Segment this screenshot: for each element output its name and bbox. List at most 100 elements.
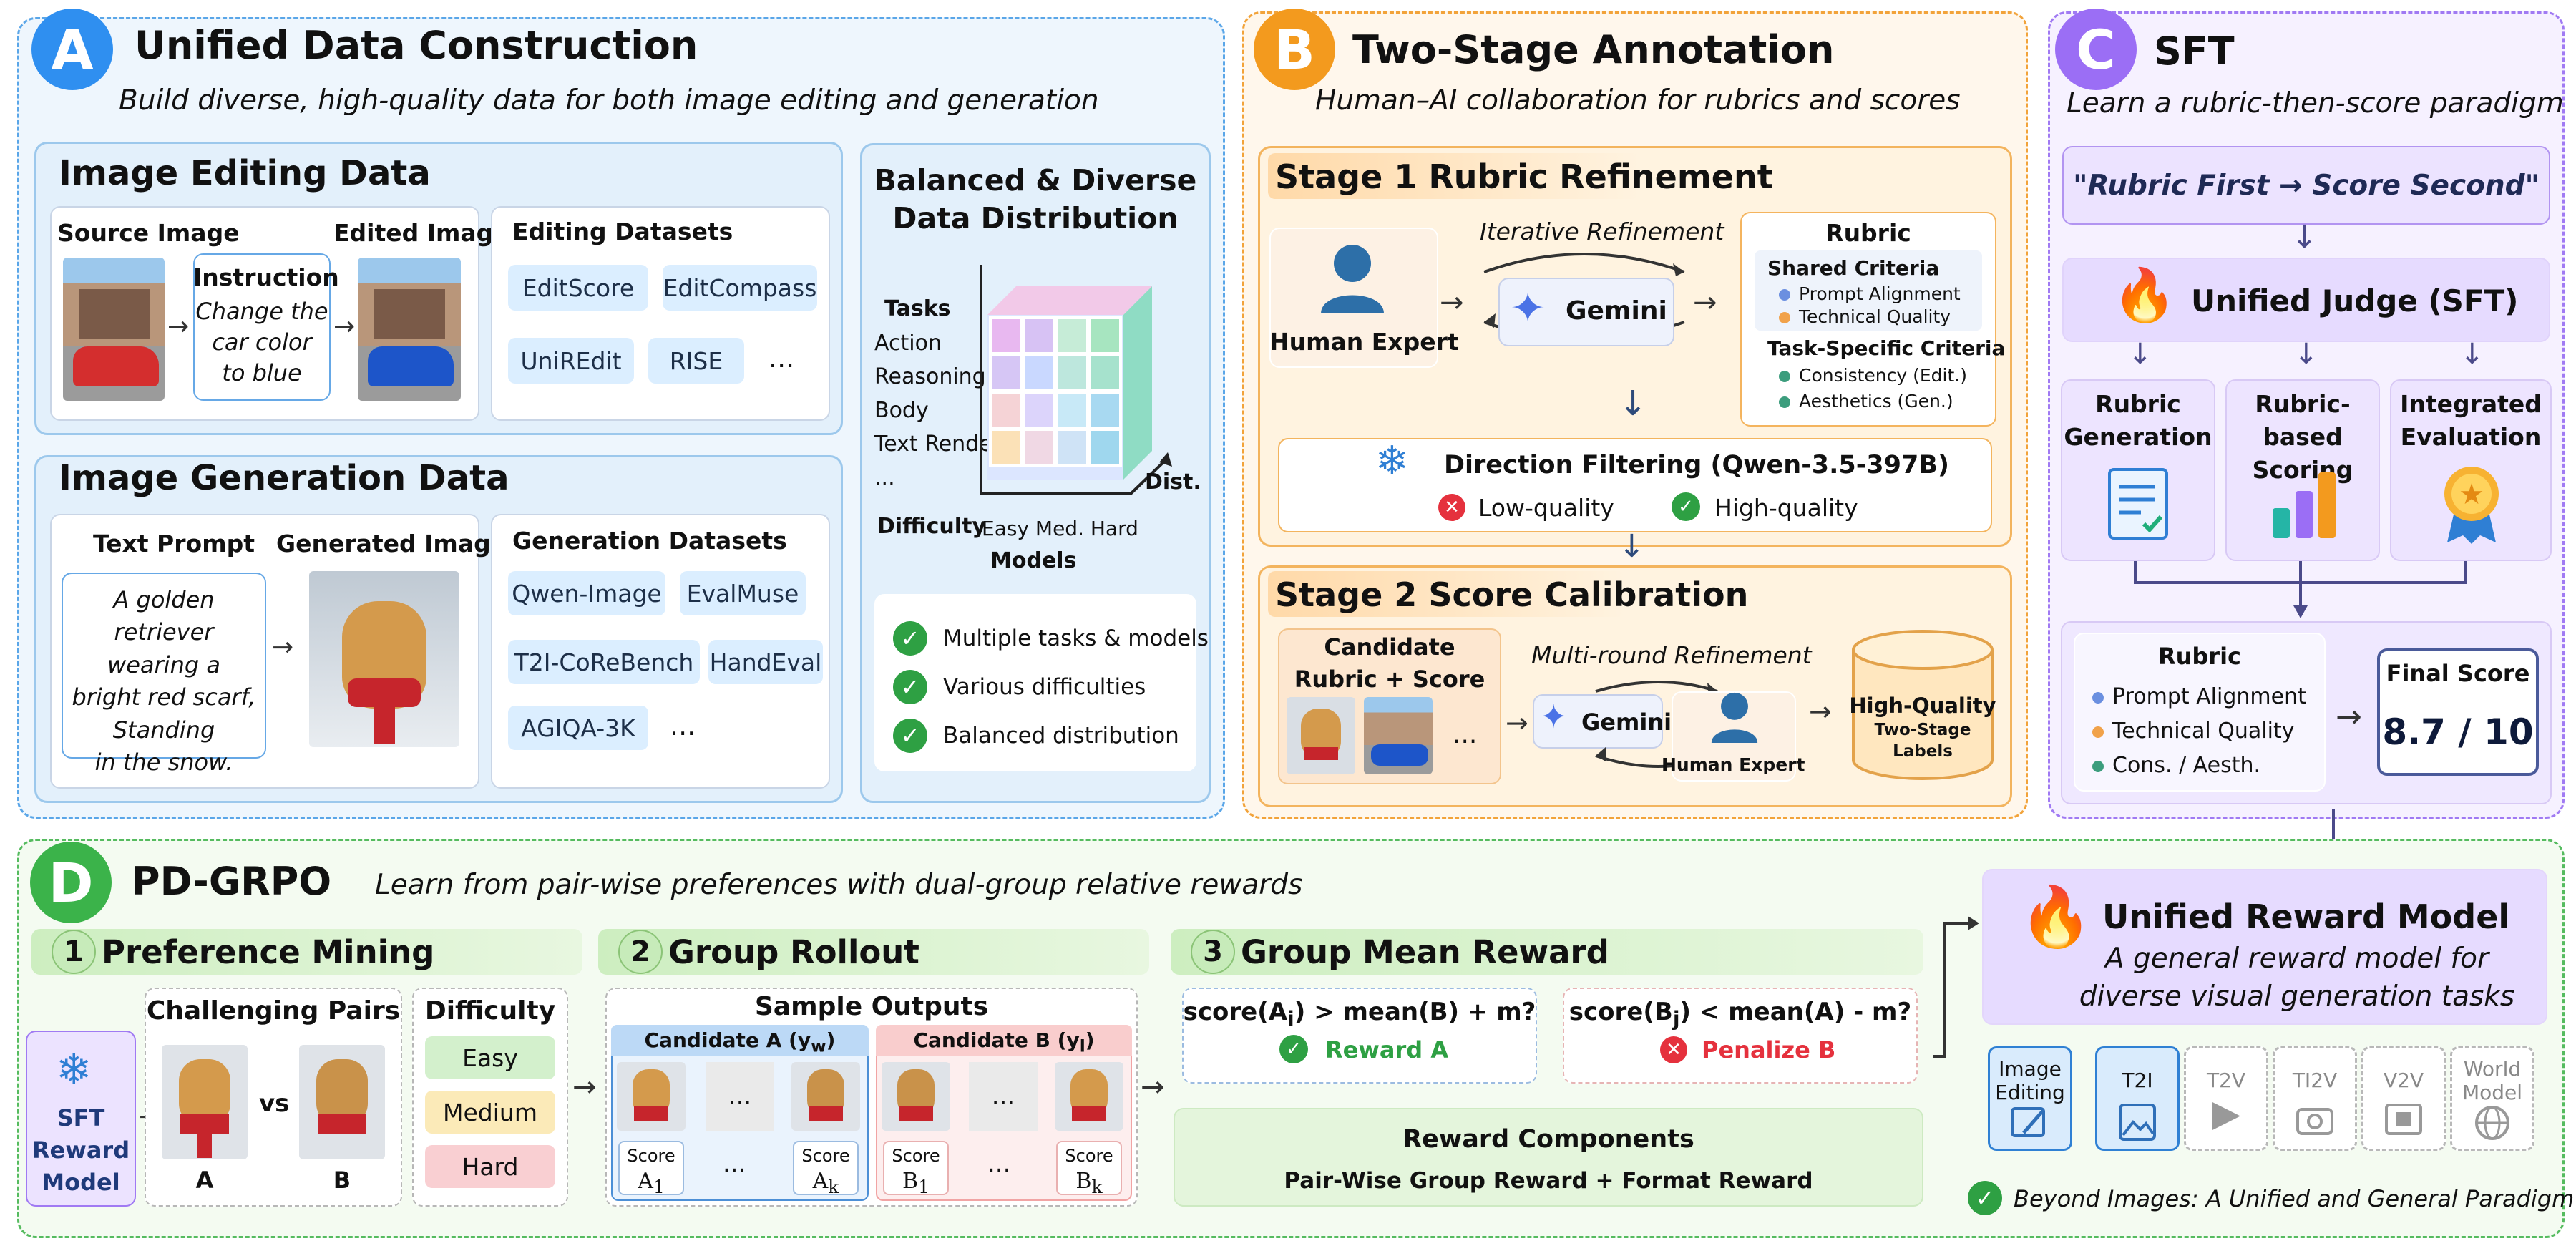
globe-icon <box>2475 1106 2509 1140</box>
difficulty-ticks: Easy Med. Hard <box>982 517 1138 540</box>
capability-rubric-scoring <box>2225 379 2380 561</box>
connector-to-urm <box>1933 916 1979 1058</box>
difficulty-axis-label: Difficulty <box>877 514 986 539</box>
gemini-box <box>1498 278 1674 346</box>
editing-datasets-title: Editing Datasets <box>512 218 733 245</box>
modality-ti2v: TI2V <box>2273 1046 2357 1151</box>
condition-b: score(Bj) < mean(A) - m? <box>1568 998 1912 1031</box>
rubric-output-item: Technical Quality <box>2092 719 2295 744</box>
instruction-box <box>193 253 331 401</box>
arrow-icon: → <box>1440 286 1464 319</box>
rubric-output-title: Rubric <box>2157 643 2242 670</box>
condition-a: score(Ai) > mean(B) + m? <box>1183 998 1536 1031</box>
vs-label: vs <box>259 1089 290 1118</box>
image-generation-title: Image Generation Data <box>59 458 509 498</box>
gemini-box-2 <box>1533 694 1663 749</box>
dataset-uniredit: UniREdit <box>508 338 634 384</box>
edited-image-label: Edited Image <box>333 219 509 247</box>
datasets-ellipsis: ... <box>769 342 795 374</box>
unified-judge-box <box>2062 258 2550 342</box>
shared-criteria-title: Shared Criteria <box>1767 256 1940 280</box>
human-expert-icon <box>1711 692 1758 743</box>
step3-number: 3 <box>1191 930 1235 974</box>
prompt-box <box>62 573 266 759</box>
database-icon <box>1852 630 1994 780</box>
merge-connector <box>2134 561 2467 618</box>
shared-criteria-box <box>1755 250 1982 331</box>
reward-components-title: Reward Components <box>1402 1125 1694 1154</box>
source-image-label: Source Image <box>57 219 240 247</box>
dataset-agiqa: AGIQA-3K <box>508 706 648 750</box>
arrow-down-icon: ↓ <box>1619 384 1648 424</box>
difficulty-easy: Easy <box>425 1036 555 1079</box>
arrow-icon: → <box>1809 696 1832 727</box>
arrow-icon: → <box>333 312 356 341</box>
candidate-a-sample <box>791 1062 860 1131</box>
text-prompt-label: Text Prompt <box>93 530 255 558</box>
panel-a-subtitle: Build diverse, high-quality data for bot… <box>119 84 1099 117</box>
iterative-refinement-label: Iterative Refinement <box>1480 218 1724 245</box>
panel-d-title: PD-GRPO <box>132 859 332 904</box>
arrow-icon: → <box>1141 1071 1165 1104</box>
final-score-box <box>2377 648 2539 776</box>
unified-reward-model-box <box>1982 869 2547 1025</box>
generated-image-label: Generated Image <box>276 530 507 558</box>
challenging-pairs-title: Challenging Pairs <box>146 996 401 1026</box>
distribution-checks-box <box>874 594 1196 771</box>
stage1-header <box>1268 153 1640 199</box>
step1-number: 1 <box>52 930 96 974</box>
rubric-output-list <box>2074 633 2326 792</box>
stage1-title: Stage 1 Rubric Refinement <box>1275 157 1773 196</box>
score-ellipsis: ... <box>987 1149 1011 1178</box>
connector-line <box>2332 809 2335 846</box>
check-icon: ✓ <box>893 670 927 704</box>
source-image <box>63 258 165 401</box>
dist-axis-label: Dist. <box>1145 469 1201 495</box>
candidate-b-sample <box>882 1062 950 1131</box>
panel-a-title: Unified Data Construction <box>135 23 698 68</box>
stage2-header <box>1268 571 1626 617</box>
reward-components-text: Pair-Wise Group Reward + Format Reward <box>1284 1168 1813 1194</box>
final-score-label: Final Score <box>2386 660 2530 687</box>
cross-icon: ✕ <box>1438 494 1465 521</box>
candidate-a-title: Candidate A (yw) <box>611 1025 869 1056</box>
multi-round-label: Multi-round Refinement <box>1531 641 1812 669</box>
gemini-star-icon: ✦ <box>1540 697 1568 736</box>
modality-t2i: T2I <box>2095 1046 2180 1151</box>
play-icon: ▶ <box>2212 1092 2240 1135</box>
pair-image-b <box>299 1045 385 1159</box>
image-icon <box>2119 1104 2156 1141</box>
check-multiple-tasks: Multiple tasks & models <box>943 626 1209 651</box>
rubric-first-box: "Rubric First → Score Second" <box>2062 146 2550 225</box>
check-icon: ✓ <box>893 719 927 753</box>
check-difficulties: Various difficulties <box>943 674 1146 700</box>
editing-datasets-box <box>491 206 830 421</box>
candidate-b-ellipsis: ... <box>969 1062 1038 1131</box>
panel-c-badge: C <box>2055 9 2137 90</box>
candidate-car-thumb <box>1364 697 1433 774</box>
step2-number: 2 <box>618 930 663 974</box>
difficulty-title: Difficulty <box>424 996 556 1026</box>
edit-icon <box>2011 1107 2045 1137</box>
panel-b-title: Two-Stage Annotation <box>1352 27 1835 72</box>
arrow-icon: → <box>1693 286 1717 319</box>
arrow-icon: → <box>167 312 190 341</box>
direction-filtering-box <box>1278 438 1992 532</box>
arrow-down-icon: ↓ <box>1619 528 1645 565</box>
gemini-star-icon: ✦ <box>1510 283 1546 334</box>
film-icon <box>2385 1104 2422 1135</box>
arrow-icon: → <box>272 633 294 662</box>
arrow-down-icon: ↓ <box>2291 219 2318 255</box>
camera-icon <box>2296 1108 2333 1135</box>
bar-chart-icon <box>2273 472 2336 538</box>
panel-c-title: SFT <box>2154 29 2235 74</box>
candidate-b-title: Candidate B (yl) <box>876 1025 1132 1056</box>
